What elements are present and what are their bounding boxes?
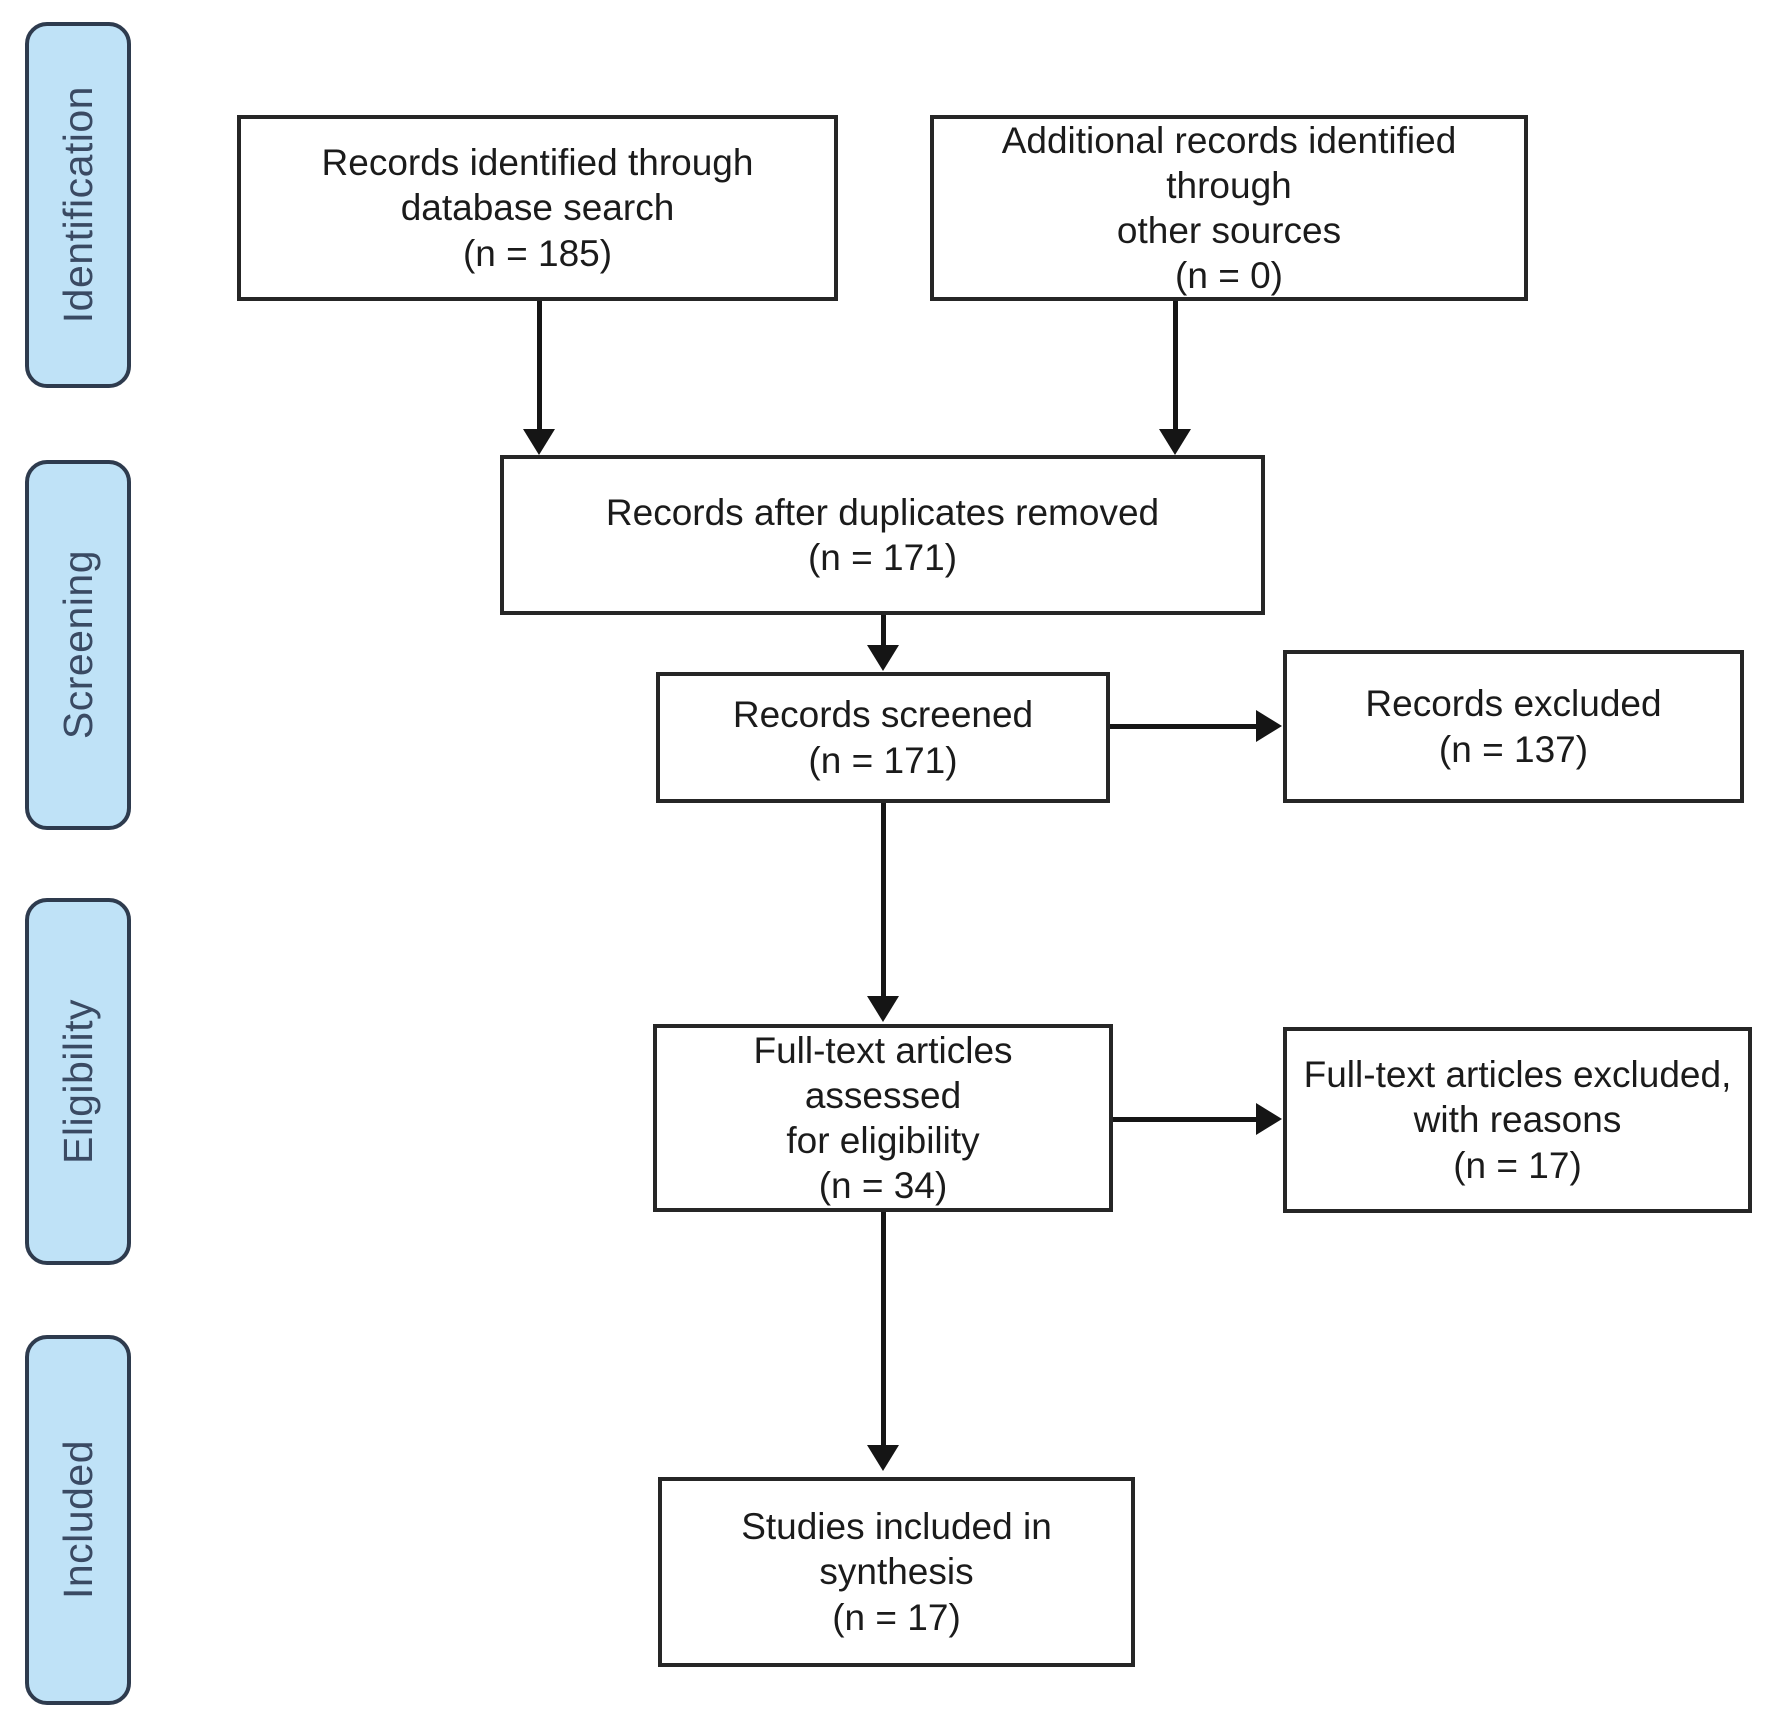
box-studies-included-in-synthesis: Studies included in synthesis (n = 17)	[658, 1477, 1135, 1667]
arrowhead-screened-to-excluded	[1256, 710, 1282, 742]
box-records-after-duplicates-removed: Records after duplicates removed (n = 17…	[500, 455, 1265, 615]
stage-pill-eligibility: Eligibility	[25, 898, 131, 1265]
stage-label-identification: Identification	[54, 86, 101, 324]
arrowhead-fulltext-to-included	[867, 1445, 899, 1471]
arrowhead-screened-to-fulltext	[867, 996, 899, 1022]
arrowhead-identified-to-duplicates	[523, 429, 555, 455]
connector-additional-to-duplicates	[1173, 301, 1178, 431]
stage-label-screening: Screening	[54, 550, 101, 740]
box-records-after-duplicates-removed-text: Records after duplicates removed (n = 17…	[605, 491, 1160, 578]
box-full-text-articles-assessed-text: Full-text articles assessed for eligibil…	[753, 1029, 1013, 1207]
stage-pill-included: Included	[25, 1335, 131, 1705]
box-additional-records-other-sources-text: Additional records identified through ot…	[1001, 119, 1457, 297]
box-studies-included-in-synthesis-text: Studies included in synthesis (n = 17)	[741, 1506, 1052, 1638]
connector-fulltext-to-included	[881, 1212, 886, 1447]
box-records-screened-text: Records screened (n = 171)	[732, 694, 1034, 781]
box-records-screened: Records screened (n = 171)	[656, 672, 1110, 803]
arrowhead-duplicates-to-screened	[867, 645, 899, 671]
box-records-excluded-text: Records excluded (n = 137)	[1365, 683, 1662, 770]
stage-label-included: Included	[54, 1440, 101, 1600]
stage-pill-screening: Screening	[25, 460, 131, 830]
box-records-identified-database-text: Records identified through database sear…	[321, 142, 754, 274]
box-full-text-articles-excluded-text: Full-text articles excluded, with reason…	[1303, 1054, 1732, 1186]
box-full-text-articles-assessed: Full-text articles assessed for eligibil…	[653, 1024, 1113, 1212]
stage-pill-identification: Identification	[25, 22, 131, 388]
arrowhead-fulltext-to-excluded	[1256, 1103, 1282, 1135]
arrowhead-additional-to-duplicates	[1159, 429, 1191, 455]
box-records-excluded: Records excluded (n = 137)	[1283, 650, 1744, 803]
connector-identified-to-duplicates	[537, 301, 542, 431]
box-full-text-articles-excluded: Full-text articles excluded, with reason…	[1283, 1027, 1752, 1213]
box-additional-records-other-sources: Additional records identified through ot…	[930, 115, 1528, 301]
connector-screened-to-fulltext	[881, 803, 886, 998]
box-records-identified-database: Records identified through database sear…	[237, 115, 838, 301]
connector-duplicates-to-screened	[881, 615, 886, 647]
connector-screened-to-excluded	[1110, 724, 1259, 729]
stage-label-eligibility: Eligibility	[54, 999, 101, 1164]
connector-fulltext-to-excluded	[1113, 1117, 1259, 1122]
